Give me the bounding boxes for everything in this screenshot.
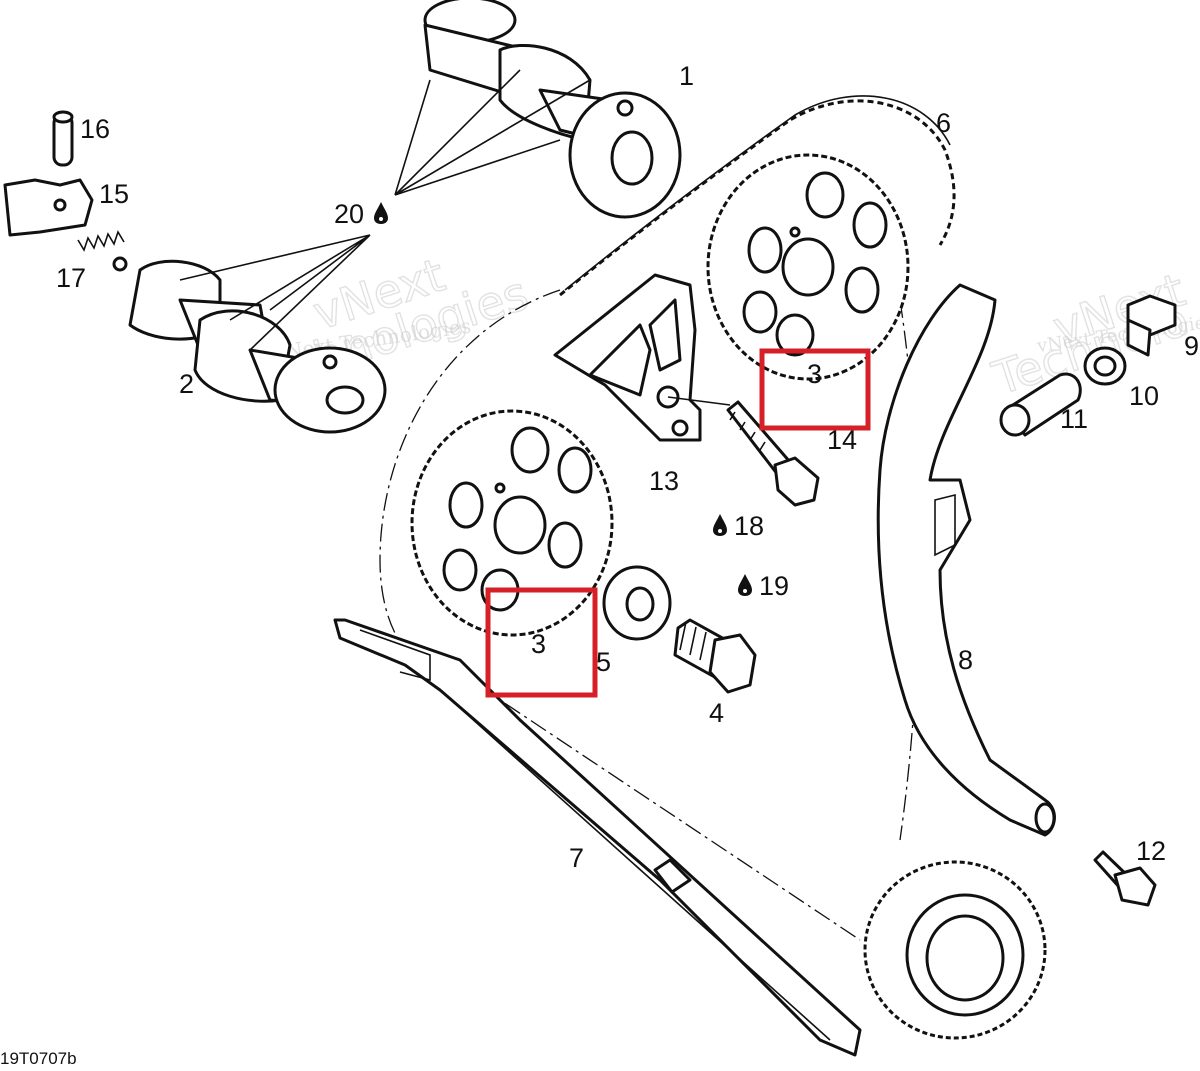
callout-labels: 1 2 3 3 4 5 6 7 8 9 10 11 12 13 14 15 16… <box>56 61 1199 873</box>
callout-1: 1 <box>679 61 694 91</box>
part-5-washer <box>602 565 672 641</box>
part-9-plug <box>1126 294 1177 357</box>
callout-12: 12 <box>1136 836 1166 866</box>
part-12-stud <box>1093 850 1157 907</box>
callout-4: 4 <box>709 698 724 728</box>
callout-17: 17 <box>56 263 86 293</box>
part-14-screw <box>726 400 820 507</box>
callout-13: 13 <box>649 466 679 496</box>
callout-3-upper: 3 <box>807 359 822 389</box>
callout-15: 15 <box>99 179 129 209</box>
crankshaft-gear <box>863 860 1047 1040</box>
part-16-pin <box>52 110 74 167</box>
part-3-sprocket-lower <box>410 409 614 637</box>
oil-drop-icon <box>374 202 388 224</box>
callout-5: 5 <box>596 647 611 677</box>
highlight-box-upper <box>759 348 871 431</box>
part-1-camshaft <box>423 0 682 219</box>
callout-2: 2 <box>179 369 194 399</box>
part-15-rocker <box>3 178 94 237</box>
callout-6: 6 <box>936 108 951 138</box>
callout-9: 9 <box>1184 331 1199 361</box>
part-10-sealing-ring <box>1083 346 1127 386</box>
part-2-camshaft <box>128 259 387 434</box>
part-7-chain-guide <box>333 618 862 1057</box>
callout-10: 10 <box>1129 381 1159 411</box>
callout-3-lower: 3 <box>531 629 546 659</box>
callout-14: 14 <box>827 425 857 455</box>
callout-11: 11 <box>1060 404 1088 434</box>
part-17-spring <box>77 230 128 272</box>
part-3-sprocket-upper <box>706 153 910 381</box>
highlight-box-lower <box>485 587 598 698</box>
callout-18: 18 <box>734 511 764 541</box>
oil-drop-icon <box>713 514 727 536</box>
oil-drop-icon <box>738 574 752 596</box>
part-4-bolt <box>673 618 757 694</box>
highlight-boxes <box>485 348 871 698</box>
callout-8: 8 <box>958 645 973 675</box>
callout-16: 16 <box>80 114 110 144</box>
part-11-plunger <box>999 372 1082 437</box>
callout-7: 7 <box>569 843 584 873</box>
oil-drop-icons <box>374 202 752 596</box>
part-13-guide-bracket <box>553 273 731 442</box>
part-8-tensioner-guide <box>876 283 1056 837</box>
callout-19: 19 <box>759 571 789 601</box>
leader-lines-20 <box>179 69 591 351</box>
callout-20: 20 <box>334 199 364 229</box>
drawing-code: 19T0707b <box>0 1049 77 1068</box>
